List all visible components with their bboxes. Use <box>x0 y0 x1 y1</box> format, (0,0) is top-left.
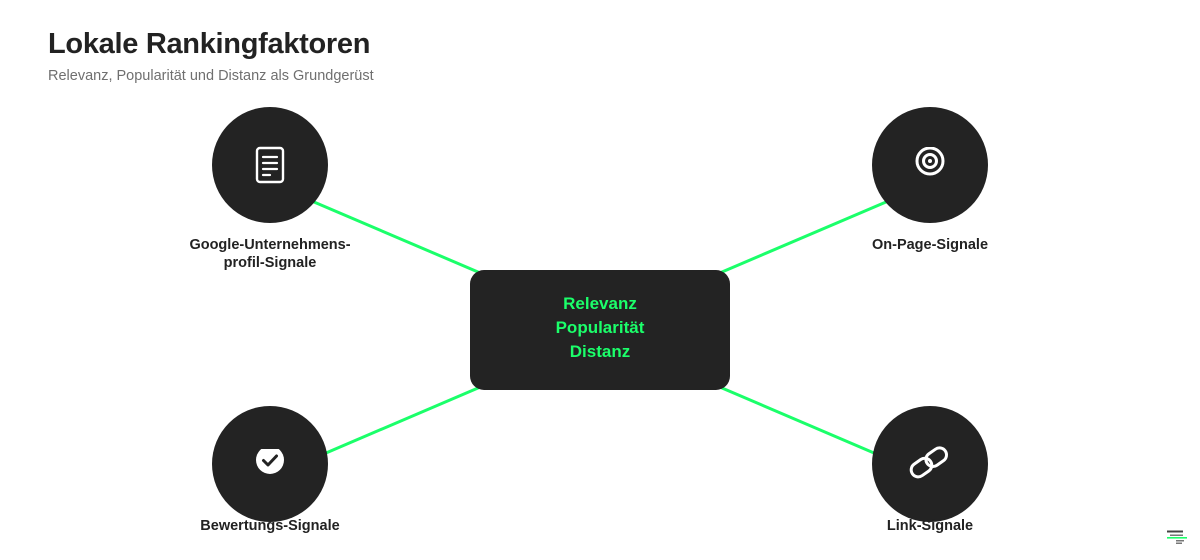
brand-logo-icon <box>1167 530 1187 544</box>
node-onpage-circle <box>872 107 988 223</box>
node-links-label-line: Link-Signale <box>886 518 974 534</box>
center-factor-popularity: Popularität <box>555 318 645 337</box>
node-gbp-label-line: Google-Unternehmens- <box>189 237 351 253</box>
node-onpage-label-line: On-Page-Signale <box>871 237 989 253</box>
node-reviews-circle <box>212 406 328 522</box>
connector-links <box>720 386 876 455</box>
target-icon <box>915 147 945 176</box>
center-factor-distance: Distanz <box>569 342 631 361</box>
check-circle-icon <box>256 449 284 474</box>
link-icon <box>909 446 949 479</box>
node-gbp-circle <box>212 107 328 223</box>
connector-onpage <box>720 200 888 274</box>
page-title: Lokale Rankingfaktoren <box>48 28 371 60</box>
document-icon <box>255 146 285 184</box>
node-links-label: Link-Signale <box>820 517 1040 535</box>
page-subtitle: Relevanz, Popularität und Distanz als Gr… <box>48 68 374 84</box>
center-factor-relevance: Relevanz <box>563 294 637 313</box>
node-links-circle <box>872 406 988 522</box>
node-gbp-label: Google-Unternehmens- profil-Signale <box>160 236 380 272</box>
connector-gbp <box>312 200 480 274</box>
node-onpage-label: On-Page-Signale <box>820 236 1040 254</box>
node-gbp-label-line: profil-Signale <box>223 255 317 271</box>
central-factors-box: Relevanz Popularität Distanz <box>470 270 730 390</box>
connector-reviews <box>324 386 480 455</box>
node-reviews-label-line: Bewertungs-Signale <box>200 518 340 534</box>
node-reviews-label: Bewertungs-Signale <box>160 517 380 535</box>
